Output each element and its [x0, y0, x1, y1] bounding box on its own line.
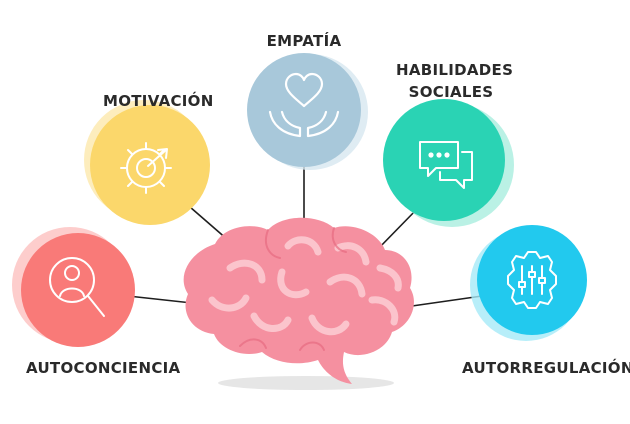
motivacion-node	[84, 100, 210, 225]
label-motivacion: MOTIVACIÓN	[103, 92, 214, 110]
connector-habilidades	[376, 207, 419, 251]
autorregulacion-node	[470, 225, 587, 341]
chat-bubbles-icon	[419, 141, 473, 189]
habilidades-circle	[383, 99, 505, 221]
connector-motivacion	[189, 206, 229, 241]
label-habilidades-line2: SOCIALES	[408, 83, 494, 101]
brain-lines	[239, 227, 347, 351]
connector-autorregulacion	[411, 295, 483, 307]
brain-folds	[208, 236, 402, 336]
heart-hands-icon	[268, 72, 340, 138]
brain-illustration	[183, 217, 414, 384]
label-habilidades-sociales: HABILIDADES SOCIALES	[396, 59, 514, 103]
brain-shape	[183, 217, 414, 384]
label-autoconciencia: AUTOCONCIENCIA	[26, 359, 181, 377]
label-empatia: EMPATÍA	[266, 32, 342, 50]
gear-arrow-icon	[120, 142, 172, 194]
connector-lines	[127, 165, 483, 307]
connector-autoconciencia	[127, 295, 193, 304]
person-magnifier-icon	[49, 257, 105, 317]
empatia-circle	[247, 53, 361, 167]
label-habilidades-line1: HABILIDADES	[396, 61, 514, 79]
autoconciencia-node	[12, 227, 135, 347]
gear-sliders-icon	[507, 251, 557, 309]
label-autorregulacion: AUTORREGULACIÓN	[462, 359, 630, 377]
brain-shadow	[218, 376, 394, 390]
habilidades-node	[383, 99, 514, 227]
empatia-node	[247, 53, 368, 170]
